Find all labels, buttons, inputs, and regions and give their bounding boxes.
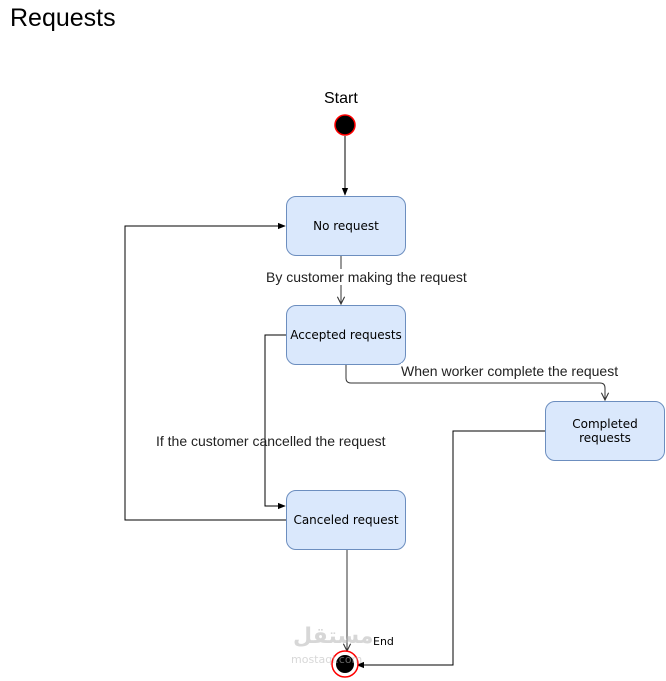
edge-completed-to-end bbox=[356, 430, 546, 669]
start-node[interactable] bbox=[334, 114, 356, 136]
state-no-request[interactable]: No request bbox=[286, 196, 406, 256]
state-completed-requests[interactable]: Completed requests bbox=[545, 401, 665, 461]
edge-accepted-to-canceled bbox=[264, 334, 286, 510]
watermark-logo: مستقل bbox=[293, 624, 373, 649]
state-canceled-request[interactable]: Canceled request bbox=[286, 490, 406, 550]
transition-label-customer-cancel: If the customer cancelled the request bbox=[156, 433, 386, 449]
watermark-arabic: مستقل bbox=[293, 624, 374, 649]
transition-label-worker-complete: When worker complete the request bbox=[401, 363, 619, 379]
end-label: End bbox=[373, 635, 394, 648]
start-label: Start bbox=[324, 90, 358, 107]
diagram-title: Requests bbox=[10, 4, 116, 32]
state-accepted-requests[interactable]: Accepted requests bbox=[286, 305, 406, 365]
edge-canceled-to-no-request bbox=[124, 222, 287, 521]
edge-accepted-to-completed bbox=[345, 365, 605, 400]
end-node-inner bbox=[336, 655, 354, 673]
watermark-latin: mostaql.com bbox=[291, 653, 363, 666]
transition-label-make-request: By customer making the request bbox=[266, 269, 467, 285]
